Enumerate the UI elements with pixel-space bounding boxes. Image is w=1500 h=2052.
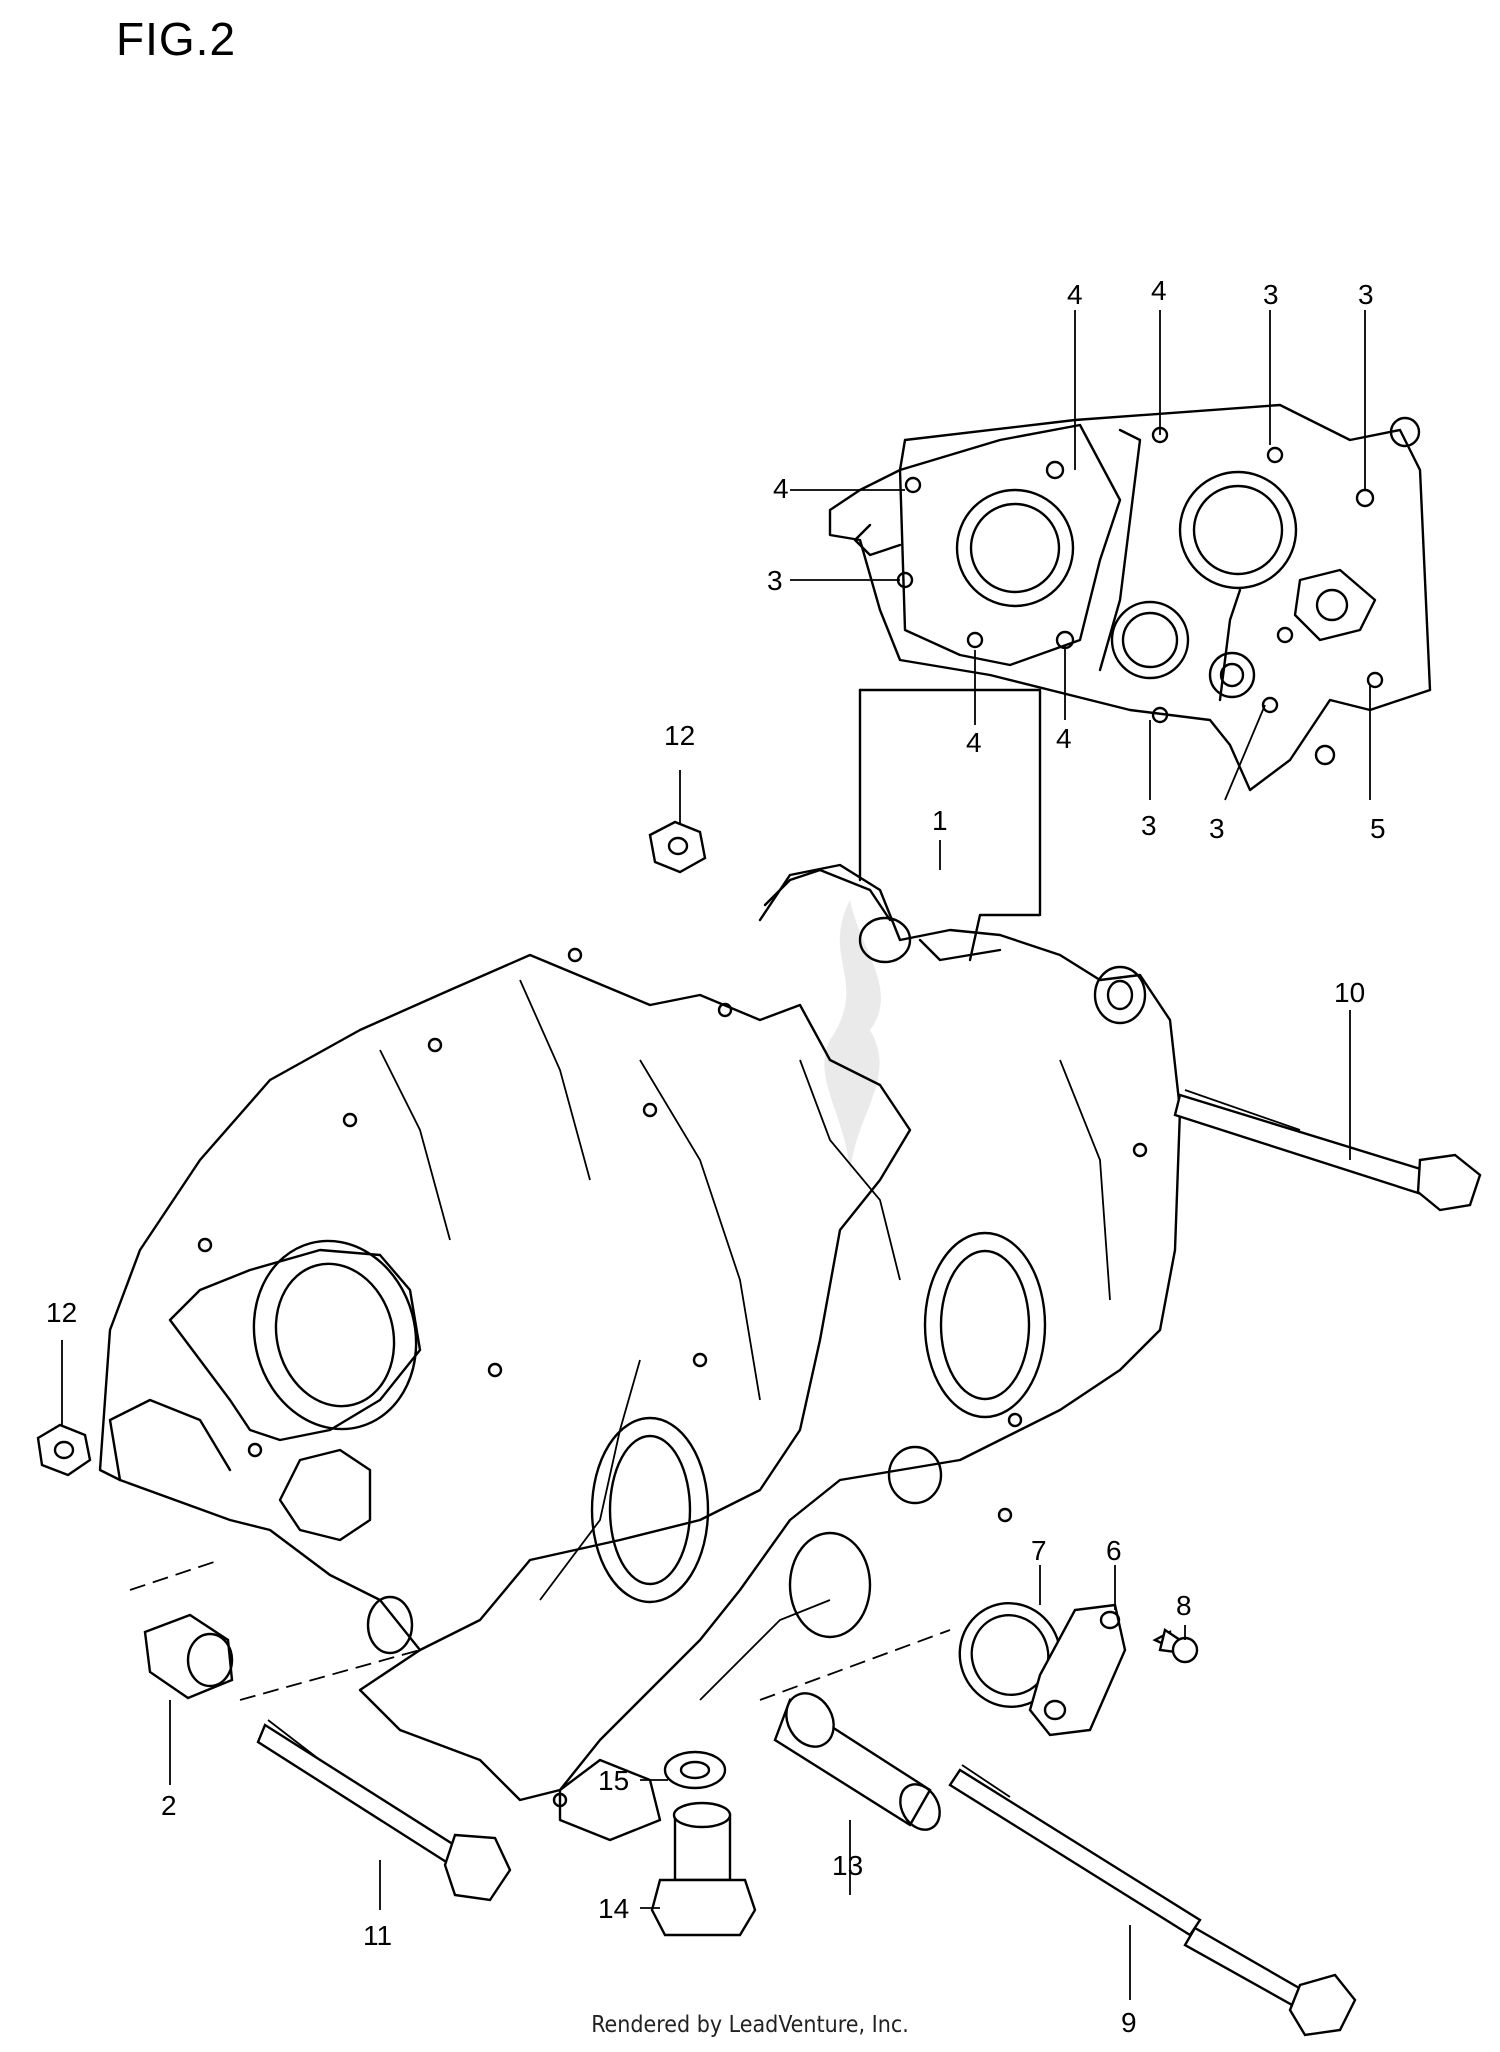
drain-plug-14 [650, 1801, 757, 1937]
through-bolt-9 [948, 1764, 1357, 2037]
callout-3: 3 [1209, 813, 1225, 844]
callout-15: 15 [598, 1765, 629, 1796]
callout-4: 4 [773, 473, 789, 504]
o-ring-7 [958, 1602, 1062, 1708]
screw-8 [1152, 1628, 1199, 1664]
leadventure-watermark-logo [824, 900, 881, 1180]
callout-10: 10 [1334, 977, 1365, 1008]
leader-lines [61, 310, 1371, 2000]
callout-3: 3 [767, 565, 783, 596]
callout-4: 4 [966, 727, 982, 758]
render-credit-footer: Rendered by LeadVenture, Inc. [591, 2012, 909, 2038]
callout-2: 2 [161, 1790, 177, 1821]
bolt-11 [256, 1719, 512, 1902]
nut-12-upper [648, 820, 707, 874]
callout-3: 3 [1358, 279, 1374, 310]
callout-12: 12 [664, 720, 695, 751]
callout-4: 4 [1056, 723, 1072, 754]
dowel-pin-2 [143, 1613, 234, 1700]
callout-13: 13 [832, 1850, 863, 1881]
callout-12: 12 [46, 1297, 77, 1328]
nut-12-left [36, 1423, 92, 1477]
callout-3: 3 [1141, 810, 1157, 841]
sleeve-13 [773, 1692, 941, 1831]
callout-1: 1 [932, 805, 948, 836]
callout-6: 6 [1106, 1535, 1122, 1566]
callout-7: 7 [1031, 1535, 1047, 1566]
bolt-10 [1173, 1089, 1482, 1212]
callout-3: 3 [1263, 279, 1279, 310]
callout-4: 4 [1151, 275, 1167, 306]
callout-5: 5 [1370, 813, 1386, 844]
callout-4: 4 [1067, 279, 1083, 310]
callout-9: 9 [1121, 2007, 1137, 2038]
figure-title: FIG.2 [116, 13, 237, 65]
crankcase-assembly [98, 688, 1182, 1842]
callout-11: 11 [363, 1920, 392, 1951]
callouts: 1 2 3 3 3 3 3 5 4 4 4 4 4 6 7 8 9 10 11 … [46, 275, 1386, 2038]
callout-14: 14 [598, 1893, 629, 1924]
callout-8: 8 [1176, 1590, 1192, 1621]
washer-15 [663, 1750, 727, 1790]
cover-plate-6 [1028, 1603, 1127, 1737]
crankcase-inner-view [828, 403, 1432, 792]
